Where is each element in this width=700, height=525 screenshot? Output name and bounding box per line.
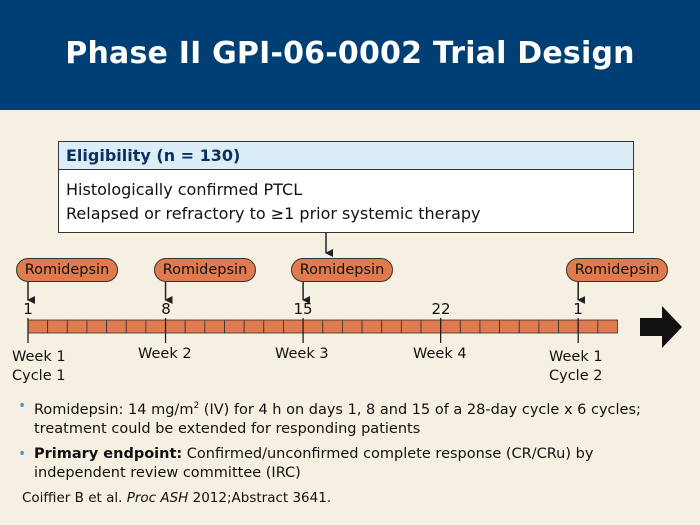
bullet-marker-icon: • [18, 445, 27, 462]
day-cell [479, 319, 501, 334]
day-cell [597, 319, 618, 334]
day-cell [577, 319, 599, 334]
week-label-4: Week 4 [413, 346, 467, 362]
eligibility-box: Eligibility (n = 130) Histologically con… [58, 141, 634, 233]
day-cell [538, 319, 559, 334]
day-cell [361, 319, 383, 334]
day-cell [86, 319, 107, 334]
eligibility-criterion: Relapsed or refractory to ≥1 prior syste… [66, 204, 481, 223]
day-cell [400, 319, 422, 334]
day-cell [243, 319, 265, 334]
day-cell [440, 319, 461, 334]
day-cell [341, 319, 363, 334]
romidepsin-dose-day-15: Romidepsin [291, 258, 393, 282]
day-cell [558, 319, 579, 334]
bullet-dosing: • Romidepsin: 14 mg/m2 (IV) for 4 h on d… [18, 398, 641, 437]
day-cell [184, 319, 206, 334]
timeline-bar [27, 319, 618, 334]
bullet-primary-endpoint: • Primary endpoint: Confirmed/unconfirme… [18, 445, 594, 481]
day-label-8: 8 [161, 300, 171, 318]
day-label-22: 22 [431, 300, 451, 318]
dose-arrows [27, 282, 586, 304]
romidepsin-dose-day-8: Romidepsin [154, 258, 256, 282]
week-label-2: Week 2 [138, 346, 192, 362]
eligibility-header: Eligibility (n = 130) [59, 142, 633, 170]
day-cell [518, 319, 540, 334]
day-cell [224, 319, 245, 334]
day-cell [499, 319, 520, 334]
day-cell [459, 319, 481, 334]
day-cell [381, 319, 402, 334]
continuation-arrow [640, 306, 682, 348]
bullet-list: • Romidepsin: 14 mg/m2 (IV) for 4 h on d… [18, 397, 658, 489]
day-cell [47, 319, 68, 334]
citation: Coiffier B et al. Proc ASH 2012;Abstract… [22, 490, 332, 506]
day-cell [204, 319, 225, 334]
day-cell [125, 319, 147, 334]
day-cell [106, 319, 127, 334]
day-cell [263, 319, 284, 334]
day-cell [145, 319, 166, 334]
romidepsin-dose-next-cycle: Romidepsin [566, 258, 668, 282]
day-cell [165, 319, 186, 334]
week-label-3: Week 3 [275, 346, 329, 362]
slide-title: Phase II GPI-06-0002 Trial Design [65, 36, 635, 71]
day-label-15: 15 [293, 300, 313, 318]
bullet-marker-icon: • [18, 398, 27, 414]
day-cell [66, 319, 88, 334]
day-label-next-1: 1 [573, 300, 583, 318]
day-cell [27, 319, 49, 334]
romidepsin-dose-day-1: Romidepsin [16, 258, 118, 282]
day-cell [420, 319, 442, 334]
title-banner: Phase II GPI-06-0002 Trial Design [0, 0, 700, 110]
day-label-1: 1 [23, 300, 33, 318]
day-cell [283, 319, 304, 334]
day-cell [322, 319, 343, 334]
day-cell [302, 319, 324, 334]
eligibility-criterion: Histologically confirmed PTCL [66, 180, 303, 199]
week-ticks [27, 318, 579, 343]
